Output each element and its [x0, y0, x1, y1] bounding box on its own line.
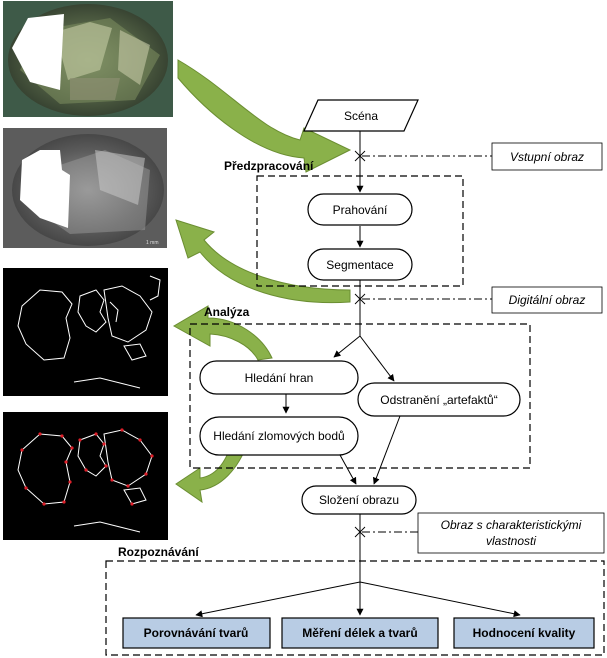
result-porovnavani: [122, 617, 271, 649]
green-arrow-to-breakpoints: [175, 441, 249, 504]
photo-edges-white: [3, 268, 168, 396]
section-label-rozpoznavani: Rozpoznávání: [118, 545, 199, 559]
result-hodnoceni: [453, 617, 595, 649]
green-arrow-to-grayscale: [175, 219, 351, 304]
note-vstupni: [491, 142, 603, 171]
note-digitalni: [491, 286, 603, 314]
green-arrow-to-scene: [177, 59, 352, 173]
node-segmentace-label: Segmentace: [326, 258, 394, 272]
node-hledani-bodu: [199, 416, 359, 456]
note-connectors: [354, 150, 492, 538]
node-hledani-bodu-label: Hledání zlomových bodů: [213, 429, 344, 443]
section-label-predzpracovani: Předzpracování: [224, 159, 314, 173]
result-mereni: [281, 617, 439, 649]
node-slozeni: [301, 485, 417, 515]
node-hledani-hran-label: Hledání hran: [245, 371, 314, 385]
flow-connectors: [195, 131, 521, 618]
green-arrow-to-edges: [172, 305, 273, 361]
result-mereni-label: Měření délek a tvarů: [302, 626, 417, 640]
note-digitalni-label: Digitální obraz: [509, 293, 586, 307]
result-hodnoceni-label: Hodnocení kvality: [473, 626, 576, 640]
scene-label: Scéna: [344, 109, 378, 123]
section-label-analyza: Analýza: [204, 305, 250, 319]
scene-parallelogram: [303, 99, 419, 132]
note-charakteristicky: [417, 512, 605, 554]
note-charakteristicky-line2: vlastnosti: [486, 534, 536, 548]
note-charakteristicky-line1: Obraz s charakteristickými: [441, 518, 582, 532]
node-hledani-hran: [199, 360, 359, 395]
node-prahovani: [307, 193, 413, 226]
note-vstupni-label: Vstupní obraz: [510, 150, 584, 164]
photo-edges-breakpoints: [3, 412, 168, 540]
node-odstraneni: [357, 382, 521, 417]
section-box-rozpoznavani: [105, 560, 605, 656]
scale-bar-label: 1 mm: [146, 240, 159, 246]
result-porovnavani-label: Porovnávání tvarů: [144, 626, 249, 640]
photo-gem-grayscale: 1 mm: [3, 128, 167, 248]
node-segmentace: [307, 248, 413, 281]
photo-gem-color: [3, 1, 173, 117]
node-odstraneni-label: Odstranění „artefaktů“: [380, 393, 497, 407]
node-prahovani-label: Prahování: [333, 203, 388, 217]
node-slozeni-label: Složení obrazu: [319, 493, 399, 507]
